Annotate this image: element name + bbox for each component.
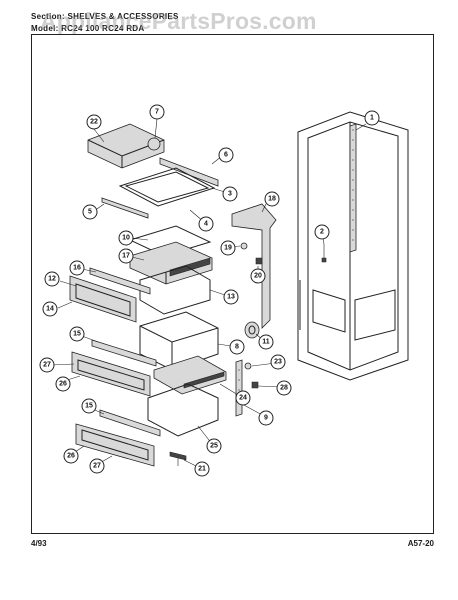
callout-12: 12 <box>44 271 60 287</box>
svg-text:18: 18 <box>268 196 276 203</box>
crisper-pan-13 <box>139 265 211 315</box>
callout-21: 21 <box>194 461 210 477</box>
drawer-rail-15-lower <box>99 409 161 437</box>
mullion-cover-18 <box>231 203 277 329</box>
small-parts <box>240 242 263 389</box>
callout-27-lower: 27 <box>89 458 105 474</box>
callout-1: 1 <box>364 110 380 126</box>
svg-text:25: 25 <box>210 443 218 450</box>
svg-text:5: 5 <box>88 209 92 216</box>
callout-17: 17 <box>118 248 134 264</box>
svg-text:9: 9 <box>264 415 268 422</box>
callout-18: 18 <box>264 191 280 207</box>
drawer-rail-16 <box>89 267 151 295</box>
svg-text:8: 8 <box>235 344 239 351</box>
svg-text:16: 16 <box>73 265 81 272</box>
shelf-strip-5 <box>101 197 149 219</box>
drawer-front-27 <box>71 351 151 397</box>
callout-11: 11 <box>258 334 274 350</box>
hinge-bracket-9 <box>235 359 243 417</box>
callout-5: 5 <box>82 204 98 220</box>
svg-text:15: 15 <box>85 403 93 410</box>
section-title: Section: SHELVES & ACCESSORIES <box>31 12 179 21</box>
svg-text:22: 22 <box>90 119 98 126</box>
callout-23: 23 <box>270 354 286 370</box>
svg-text:27: 27 <box>43 362 51 369</box>
callout-4: 4 <box>198 216 214 232</box>
model-line: Model: RC24 100 RC24 RDA <box>31 24 145 33</box>
callout-22: 22 <box>86 114 102 130</box>
pan-25 <box>147 383 219 437</box>
callout-28: 28 <box>276 380 292 396</box>
shelf-trim-6 <box>159 157 219 187</box>
callout-8: 8 <box>229 339 245 355</box>
cover-frame-24 <box>153 355 227 395</box>
callout-2: 2 <box>314 224 330 240</box>
clip-21 <box>169 451 187 466</box>
light-bulb-7 <box>147 137 161 151</box>
svg-text:26: 26 <box>59 381 67 388</box>
svg-text:19: 19 <box>224 245 232 252</box>
shelf-frame-17 <box>129 241 213 285</box>
callout-9: 9 <box>258 410 274 426</box>
footer-date: 4/93 <box>31 539 47 548</box>
svg-text:13: 13 <box>227 294 235 301</box>
drawer-front-12 <box>69 275 137 323</box>
svg-text:10: 10 <box>122 235 130 242</box>
callout-15-lower: 15 <box>81 398 97 414</box>
svg-text:21: 21 <box>198 466 206 473</box>
callout-10: 10 <box>118 230 134 246</box>
svg-text:27: 27 <box>93 463 101 470</box>
svg-text:11: 11 <box>262 339 270 346</box>
callout-19: 19 <box>220 240 236 256</box>
callout-20: 20 <box>250 268 266 284</box>
screw-part <box>321 244 327 263</box>
svg-text:26: 26 <box>67 453 75 460</box>
roller-11 <box>244 321 260 339</box>
svg-text:17: 17 <box>122 253 130 260</box>
svg-text:3: 3 <box>228 191 232 198</box>
callout-27: 27 <box>39 357 55 373</box>
callout-13: 13 <box>223 289 239 305</box>
cabinet-outline <box>297 111 409 381</box>
callout-6: 6 <box>218 147 234 163</box>
callout-26: 26 <box>55 376 71 392</box>
svg-text:6: 6 <box>224 152 228 159</box>
callout-25: 25 <box>206 438 222 454</box>
svg-text:4: 4 <box>204 221 208 228</box>
svg-text:14: 14 <box>46 306 54 313</box>
svg-text:28: 28 <box>280 385 288 392</box>
callouts: 1 2 3 4 5 6 7 8 9 10 11 12 13 14 15 15 1… <box>39 104 380 477</box>
svg-text:23: 23 <box>274 359 282 366</box>
shelf-glass-4 <box>118 167 216 207</box>
footer-page-code: A57-20 <box>407 539 434 548</box>
svg-text:12: 12 <box>48 276 56 283</box>
watermark: AppliancePartsPros.com <box>40 8 317 34</box>
svg-text:2: 2 <box>320 229 324 236</box>
diagram-frame <box>31 34 434 534</box>
callout-15: 15 <box>69 326 85 342</box>
svg-text:7: 7 <box>155 109 159 116</box>
drawer-rail-15 <box>91 339 157 367</box>
svg-text:24: 24 <box>239 395 247 402</box>
svg-text:1: 1 <box>370 115 374 122</box>
callout-3: 3 <box>222 186 238 202</box>
callout-14: 14 <box>42 301 58 317</box>
svg-text:15: 15 <box>73 331 81 338</box>
callout-26-lower: 26 <box>63 448 79 464</box>
svg-text:20: 20 <box>254 273 262 280</box>
shelf-ladder <box>349 123 357 253</box>
callout-16: 16 <box>69 260 85 276</box>
callout-24: 24 <box>235 390 251 406</box>
callout-7: 7 <box>149 104 165 120</box>
drawer-front-26 <box>75 423 155 467</box>
